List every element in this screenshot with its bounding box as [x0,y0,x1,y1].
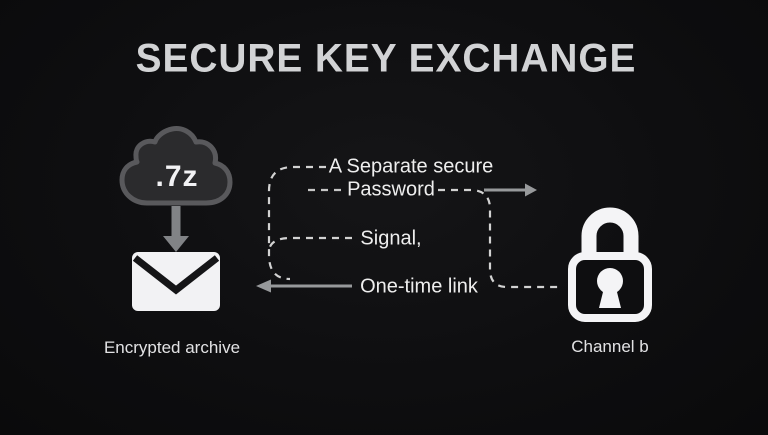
envelope-icon [132,252,220,311]
forward-arrow-icon [484,183,537,197]
page-title: SECURE KEY EXCHANGE [135,36,637,81]
right-dashed-connector [438,188,560,289]
keyhole-icon [597,268,623,294]
down-arrow-icon [163,206,189,252]
encrypted-archive-caption: Encrypted archive [103,338,241,357]
left-dashed-connector [267,165,326,281]
return-label-line1: Signal, [360,227,422,250]
signal-dashed-branch [267,236,352,252]
archive-file-badge: .7z [155,160,199,193]
return-label-line2: One-time link [360,275,478,298]
cloud-archive-icon [119,126,233,206]
padlock-icon [568,207,652,322]
return-arrow-icon [256,279,352,293]
forward-label-line1: A Separate secure [328,155,494,178]
forward-label-line2: Password [347,178,435,201]
channel-caption: Channel b [571,337,649,356]
